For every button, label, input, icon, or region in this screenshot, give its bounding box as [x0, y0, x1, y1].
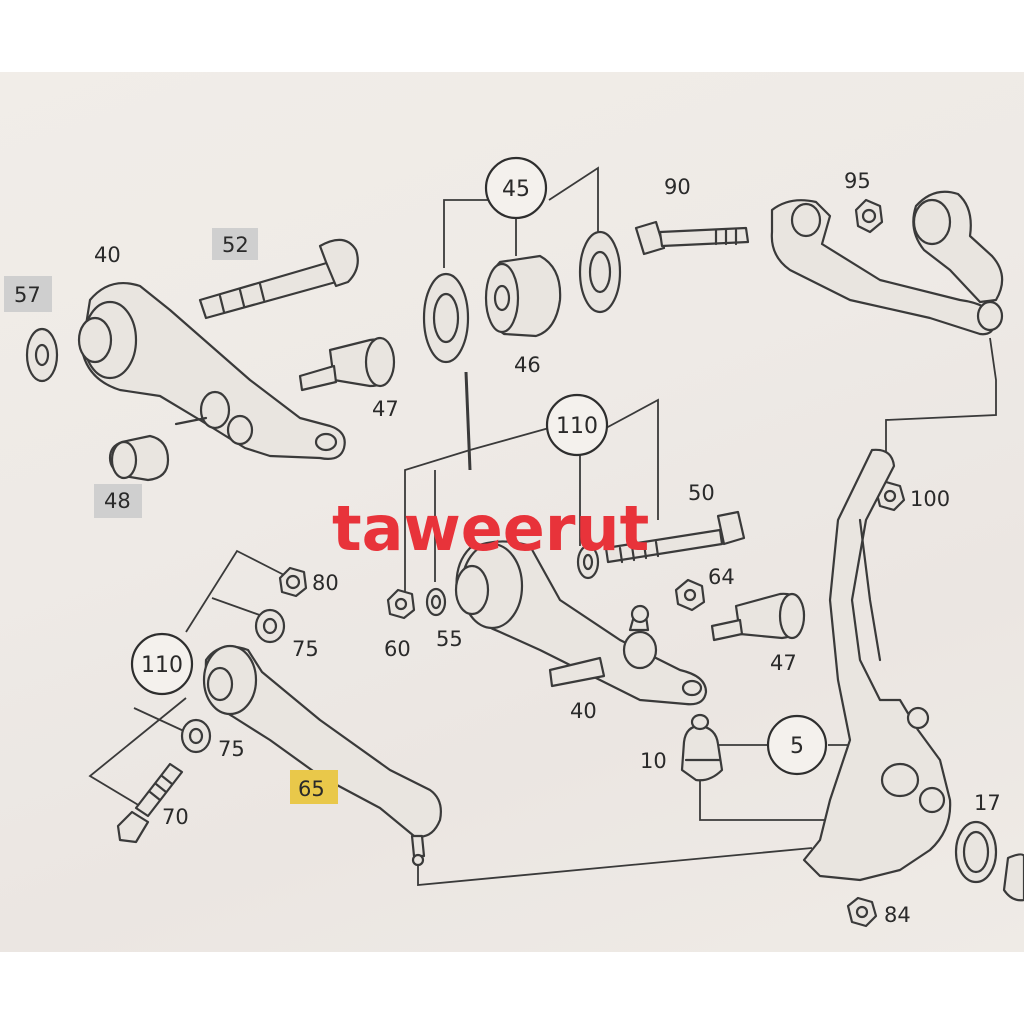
- watermark-text: taweerut: [332, 492, 649, 565]
- label-75-top: 75: [292, 637, 319, 661]
- callout-45: 45: [484, 156, 548, 220]
- label-47-right: 47: [770, 651, 797, 675]
- callout-110-left: 110: [130, 632, 194, 696]
- callout-110-top: 110: [545, 393, 609, 457]
- label-70: 70: [162, 805, 189, 829]
- label-40-top: 40: [94, 243, 121, 267]
- callout-label-45: 45: [502, 177, 530, 202]
- nut-64: [674, 578, 706, 612]
- bolt-52: [198, 238, 359, 320]
- label-46: 46: [514, 353, 541, 377]
- callout-5: 5: [766, 714, 828, 776]
- ball-joint-10: [680, 713, 724, 782]
- washer-55: [425, 587, 447, 617]
- label-100: 100: [910, 487, 950, 511]
- label-90: 90: [664, 175, 691, 199]
- callout-label-110-left: 110: [141, 653, 183, 678]
- bushing-48: [108, 434, 170, 482]
- label-55: 55: [436, 627, 463, 651]
- callout-label-5: 5: [790, 734, 804, 759]
- control-arm-40-middle: [454, 540, 708, 706]
- label-48: 48: [104, 489, 131, 513]
- steering-knuckle: [802, 448, 952, 882]
- label-75-bottom: 75: [218, 737, 245, 761]
- label-95: 95: [844, 169, 871, 193]
- nut-84: [846, 896, 878, 928]
- highlight-65: [290, 770, 338, 804]
- label-60: 60: [384, 637, 411, 661]
- label-47-top: 47: [372, 397, 399, 421]
- label-84: 84: [884, 903, 911, 927]
- lower-control-arm-65: [202, 644, 442, 867]
- control-arm-40-top: [77, 282, 346, 460]
- ball-joint-47-top: [298, 336, 396, 392]
- nut-80: [278, 566, 308, 598]
- label-52: 52: [222, 233, 249, 257]
- label-57: 57: [14, 283, 41, 307]
- washer-set-110-top: [576, 544, 600, 580]
- bolt-50: [604, 510, 746, 564]
- washer-57: [25, 327, 59, 383]
- seal-ring-17: [954, 820, 1024, 902]
- washer-75-top: [254, 608, 286, 644]
- nut-60: [386, 588, 416, 620]
- highlight-52: [212, 228, 258, 260]
- nut-95: [854, 198, 884, 234]
- bolt-70: [116, 762, 184, 844]
- label-64: 64: [708, 565, 735, 589]
- washer-75-bottom: [180, 718, 212, 754]
- ball-joint-47-right: [710, 592, 806, 642]
- label-17: 17: [974, 791, 1001, 815]
- label-80: 80: [312, 571, 339, 595]
- bolt-90: [634, 220, 750, 256]
- highlight-48: [94, 484, 142, 518]
- label-10: 10: [640, 749, 667, 773]
- bushing-set-45: [422, 230, 622, 364]
- callout-label-110-top: 110: [556, 414, 598, 439]
- label-65: 65: [298, 777, 325, 801]
- highlight-57: [4, 276, 52, 312]
- upper-control-arm: [770, 190, 1004, 336]
- label-40-middle: 40: [570, 699, 597, 723]
- label-50: 50: [688, 481, 715, 505]
